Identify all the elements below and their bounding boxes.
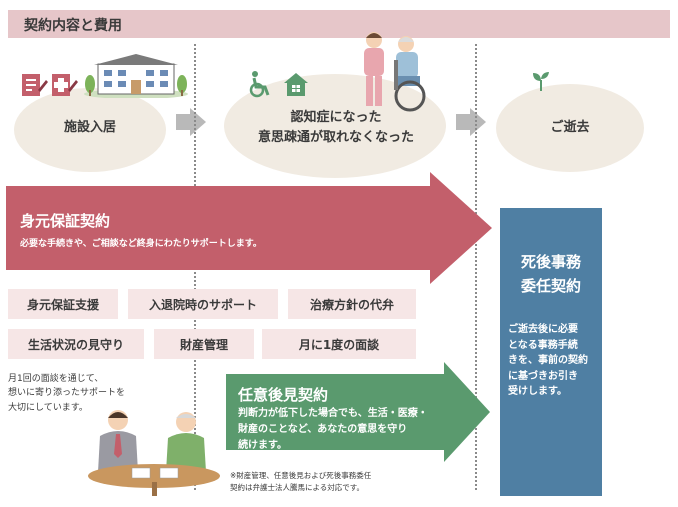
flow-arrow-1 [176,114,190,130]
guardianship-text: 判断力が低下した場合でも、生活・医療・ 財産のことなど、あなたの意思を守り 続け… [238,406,468,454]
flow-arrow-2 [456,114,470,130]
meeting-illustration [88,410,220,496]
facility-building-icon [84,54,188,98]
document-icon [22,74,48,96]
wheelchair-icon [249,71,270,98]
stage-passing-label: ご逝去 [550,120,590,135]
posthumous-title-line1: 死後事務 [520,253,581,271]
stage-dementia-line2: 意思疎通が取れなくなった [257,129,414,145]
flow-arrow-1-head [190,108,206,136]
service-chip: 生活状況の見守り [8,329,144,359]
service-chip: 月に1度の面談 [262,329,416,359]
guardianship-text-line1: 判断力が低下した場合でも、生活・医療・ [238,408,428,419]
stage-passing [496,84,644,172]
house-icon [284,73,308,96]
guardianship-arrow [226,362,490,462]
footnote-line1: ※財産管理、任意後見および死後事務委任 [230,471,372,480]
posthumous-contract-box [500,208,602,496]
stage-dementia [224,74,446,178]
service-chip: 身元保証支援 [8,289,118,319]
posthumous-text-line3: きを、事前の契約 [508,355,588,366]
stage-move-in-label: 施設入居 [63,120,116,135]
posthumous-title: 死後事務 委任契約 [500,250,602,298]
service-chip: 財産管理 [154,329,254,359]
stage-move-in [14,88,166,172]
timeline-guide-2 [475,44,477,490]
meeting-note-line1: 月1回の面談を通じて、 [8,374,104,384]
section-header: 契約内容と費用 [8,10,670,38]
caregiver-illustration [364,32,426,112]
guarantee-subtitle: 必要な手続きや、ご相談など終身にわたりサポートします。 [20,239,262,249]
guarantee-title: 身元保証契約 [20,212,111,230]
guardianship-text-line2: 財産のことなど、あなたの意思を守り [238,424,408,435]
guarantee-arrow [6,172,492,284]
stage-dementia-label: 認知症になった 意思疎通が取れなくなった [226,108,446,147]
posthumous-text-line1: ご逝去後に必要 [508,324,578,335]
posthumous-text: ご逝去後に必要 となる事務手続 きを、事前の契約 に基づきお引き 受けします。 [508,322,600,400]
sprout-icon [533,72,549,91]
guardianship-text-line3: 続けます。 [238,440,287,451]
meeting-note-line3: 大切にしています。 [8,402,88,413]
footnote-line2: 契約は弁護士法人騰馬による対応です。 [230,483,365,492]
meeting-note: 月1回の面談を通じて、 想いに寄り添ったサポートを 大切にしています。 [8,372,188,415]
section-title: 契約内容と費用 [24,18,122,34]
posthumous-text-line2: となる事務手続 [508,339,578,351]
service-chip: 治療方針の代弁 [288,289,416,319]
posthumous-title-line2: 委任契約 [520,277,581,295]
service-chip: 入退院時のサポート [128,289,278,319]
stage-dementia-line1: 認知症になった [290,110,382,125]
posthumous-text-line4: に基づきお引き [508,370,578,382]
guardianship-title: 任意後見契約 [238,386,329,404]
posthumous-text-line5: 受けします。 [508,386,567,397]
meeting-note-line2: 想いに寄り添ったサポートを [8,388,126,399]
footnote: ※財産管理、任意後見および死後事務委任 契約は弁護士法人騰馬による対応です。 [230,470,470,494]
medical-document-icon [52,74,78,96]
flow-arrow-2-head [470,108,486,136]
